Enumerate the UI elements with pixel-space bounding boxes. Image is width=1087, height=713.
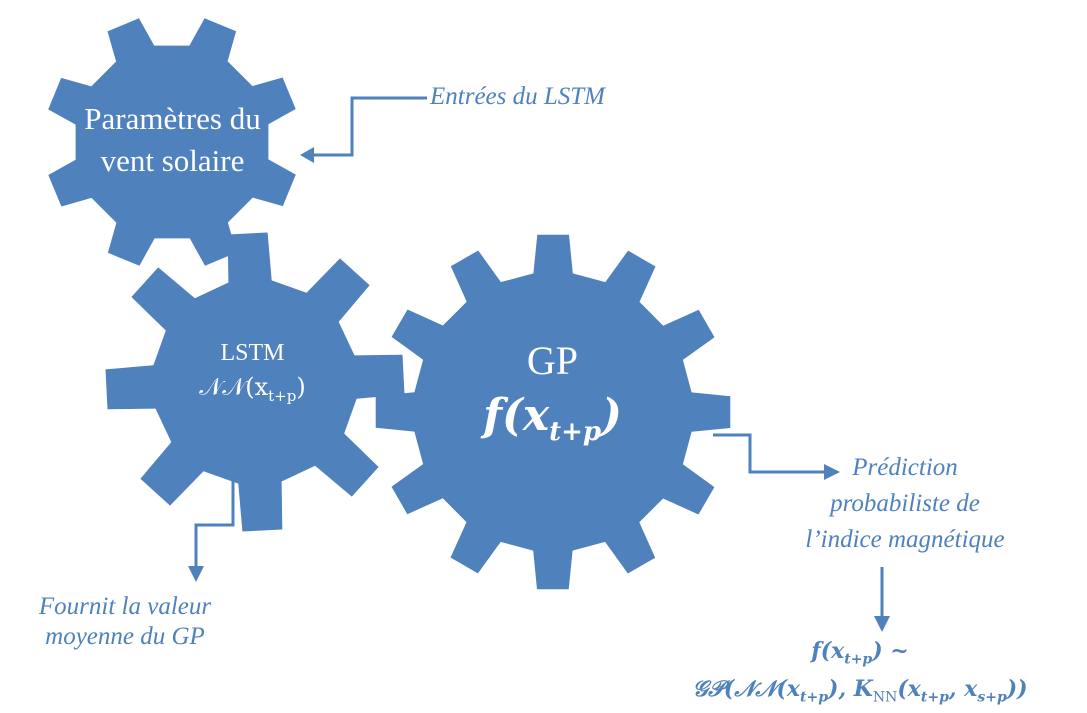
mean-arrow [194,472,235,568]
prediction-arrow [713,433,826,474]
lstm-formula-close: ) [296,373,306,401]
gp-formula-close: ) [601,390,622,441]
formula-line2-a: 𝒢𝒫(𝒩𝒩(x [692,676,801,703]
lstm-gear [105,232,405,532]
mean-value-line1: Fournit la valeur [38,593,212,620]
formula-line2-sub3: s+p [977,689,1007,706]
formula-line2-kernel-sub: NN [872,689,898,706]
gp-gear [375,234,731,590]
formula-line1-main: f(x [811,638,845,664]
formula-line2-sub2: t+p [920,689,949,706]
mean-arrowhead [188,566,204,582]
lstm-gear-text: LSTM 𝒩𝒩(xt+p) [180,336,325,413]
prediction-arrowhead [824,464,840,480]
inputs-arrowhead [300,147,314,163]
lstm-gear-title: LSTM [220,340,285,366]
formula-line2-c: (x [897,676,921,703]
lstm-gear-formula: 𝒩𝒩(xt+p) [180,370,325,413]
formula-line2-sub1: t+p [800,689,829,706]
lstm-formula-sub: t+p [268,386,297,405]
solar-gear-text: Paramètres du vent solaire [60,98,285,182]
mean-value-line2: moyenne du GP [45,623,205,650]
formula-line2-b: ), K [828,676,873,703]
lstm-formula-main: 𝒩𝒩(x [199,373,269,401]
formula-line2-e: )) [1006,676,1028,703]
prediction-line1: Prédiction [852,454,958,481]
gp-formula-main: f(x [483,390,550,441]
formula-line1-tail: ) ~ [872,638,909,664]
gp-formula-line1: f(xt+p) ~ [640,636,1080,674]
mean-value-label: Fournit la valeur moyenne du GP [10,592,240,652]
formula-line1-sub: t+p [844,651,873,668]
gp-gear-title: GP [526,338,579,383]
gp-formula-line2: 𝒢𝒫(𝒩𝒩(xt+p), KNN(xt+p, xs+p)) [640,674,1080,712]
solar-gear-line1: Paramètres du [84,101,261,136]
inputs-arrow [312,96,427,157]
prediction-label: Prédiction probabiliste de l’indice magn… [770,450,1040,558]
prediction-line3: l’indice magnétique [805,526,1005,553]
gp-gear-formula: f(xt+p) [450,386,655,462]
solar-gear-line2: vent solaire [100,143,245,178]
inputs-label: Entrées du LSTM [430,83,605,110]
prediction-line2: probabiliste de [830,490,980,517]
gp-formula-sub: t+p [549,416,602,447]
diagram-canvas [48,18,890,632]
gp-formula: f(xt+p) ~ 𝒢𝒫(𝒩𝒩(xt+p), KNN(xt+p, xs+p)) [640,636,1080,713]
gp-gear-text: GP f(xt+p) [450,336,655,462]
formula-line2-d: , x [948,676,978,703]
solar-parameters-gear [48,18,296,266]
formula-arrowhead [874,616,890,632]
